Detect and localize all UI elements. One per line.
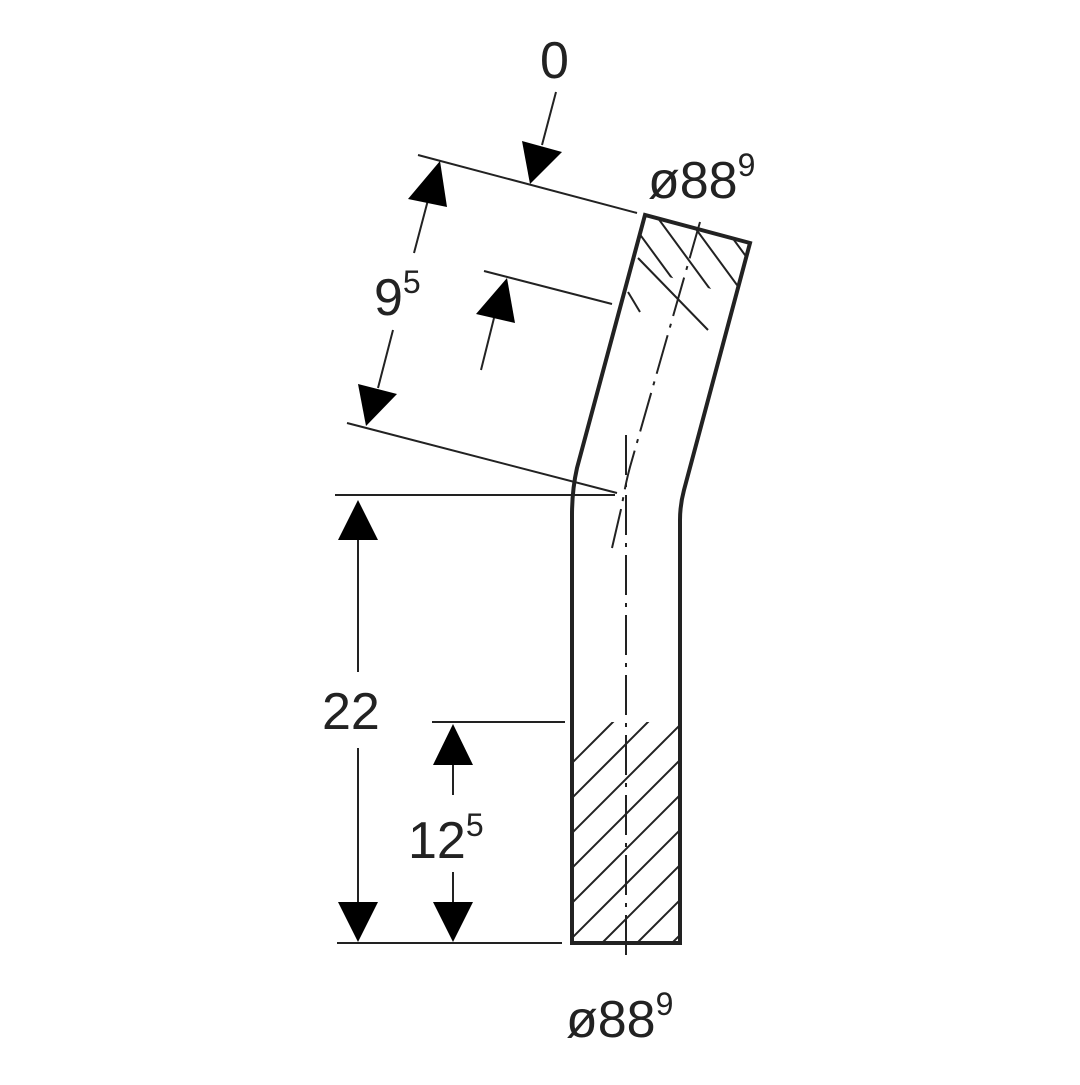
dimension-12-5 <box>433 724 473 942</box>
bottom-diameter-label: ø889 <box>566 986 673 1049</box>
angle-label: 0 <box>540 32 569 90</box>
wall-arrow <box>476 278 515 371</box>
top-diameter-label: ø889 <box>648 147 755 210</box>
dimension-9-5 <box>358 161 447 426</box>
top-hatch-extra <box>637 257 709 331</box>
top-hatch-extra <box>627 291 641 313</box>
extension-lines <box>335 154 638 944</box>
total-height-label: 22 <box>322 683 380 741</box>
dimension-22 <box>338 500 378 942</box>
top-hatch <box>630 215 750 296</box>
insert-depth-label: 125 <box>408 807 484 870</box>
bottom-hatch <box>574 722 679 942</box>
pipe-outline <box>570 212 753 945</box>
angled-length-label: 95 <box>374 264 421 327</box>
center-lines <box>611 221 701 962</box>
angle-arrow <box>522 91 562 184</box>
